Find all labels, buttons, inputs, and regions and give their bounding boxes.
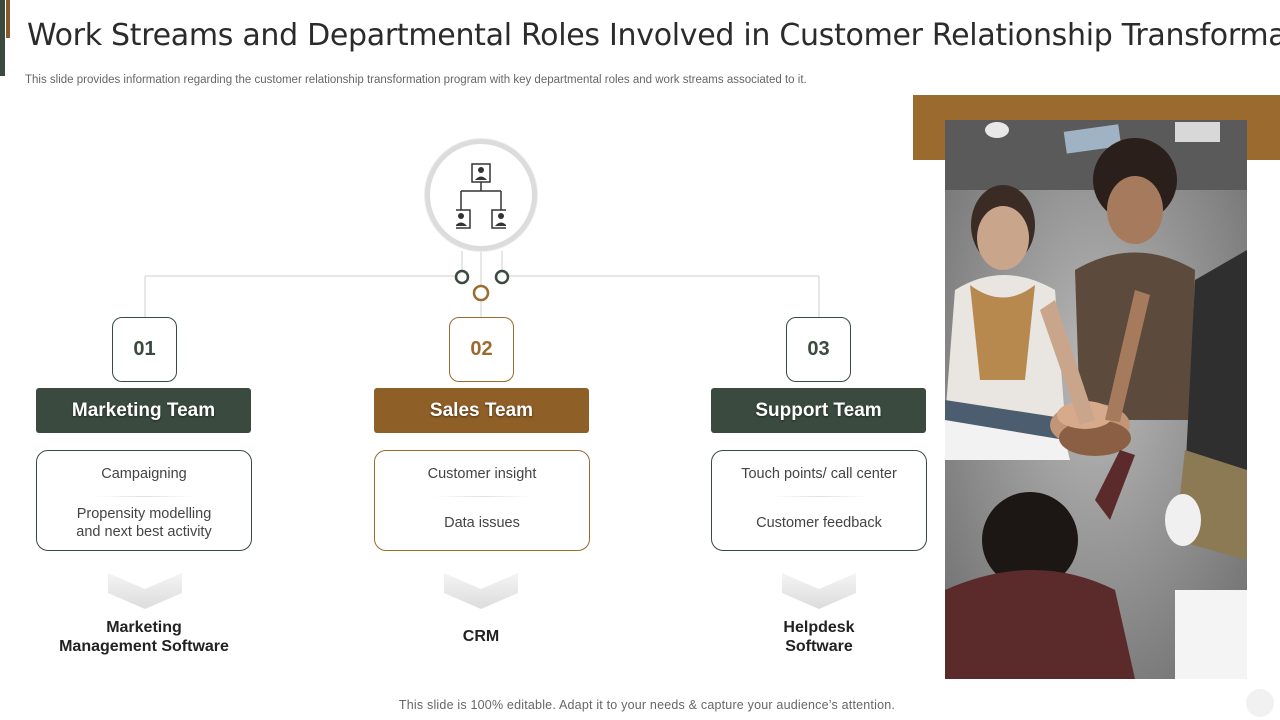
org-chart-icon [456,163,506,229]
role-item: Campaigning [101,466,187,482]
item-divider [770,496,870,497]
item-divider [95,496,195,497]
corner-circle [1246,689,1274,717]
step-number-02: 02 [449,317,514,382]
connector-node-dark-right [494,269,510,285]
team-marketing-header: Marketing Team [36,388,251,433]
software-sales: CRM [462,628,500,645]
role-item: Customer feedback [756,515,882,531]
role-item: Customer insight [427,466,537,482]
software-marketing: Marketing Management Software [59,619,229,655]
step-number-03: 03 [786,317,851,382]
org-chart-hub [425,139,537,251]
slide-title: Work Streams and Departmental Roles Invo… [27,18,1280,53]
accent-bar-secondary [6,0,10,38]
chevron-down-icon [108,573,182,609]
connector-node-dark-left [454,269,470,285]
team-sales-header: Sales Team [374,388,589,433]
support-roles-box: Touch points/ call center Customer feedb… [711,450,927,551]
role-item: Data issues [444,515,520,531]
item-divider [433,496,533,497]
chevron-down-icon [782,573,856,609]
sales-roles-box: Customer insight Data issues [374,450,590,551]
software-support: Helpdesk Software [783,619,855,655]
team-hands-photo-illustration [945,120,1247,679]
accent-bar [0,0,5,76]
team-support-header: Support Team [711,388,926,433]
role-item: Propensity modelling and next best activ… [76,506,212,540]
step-number-01: 01 [112,317,177,382]
connector-node-brown [472,284,490,302]
slide-subtitle: This slide provides information regardin… [25,74,807,86]
chevron-down-icon [444,573,518,609]
slide-footer: This slide is 100% editable. Adapt it to… [398,698,896,712]
hub-connectors [144,251,820,318]
team-photo [945,120,1247,679]
marketing-roles-box: Campaigning Propensity modelling and nex… [36,450,252,551]
role-item: Touch points/ call center [741,466,897,482]
